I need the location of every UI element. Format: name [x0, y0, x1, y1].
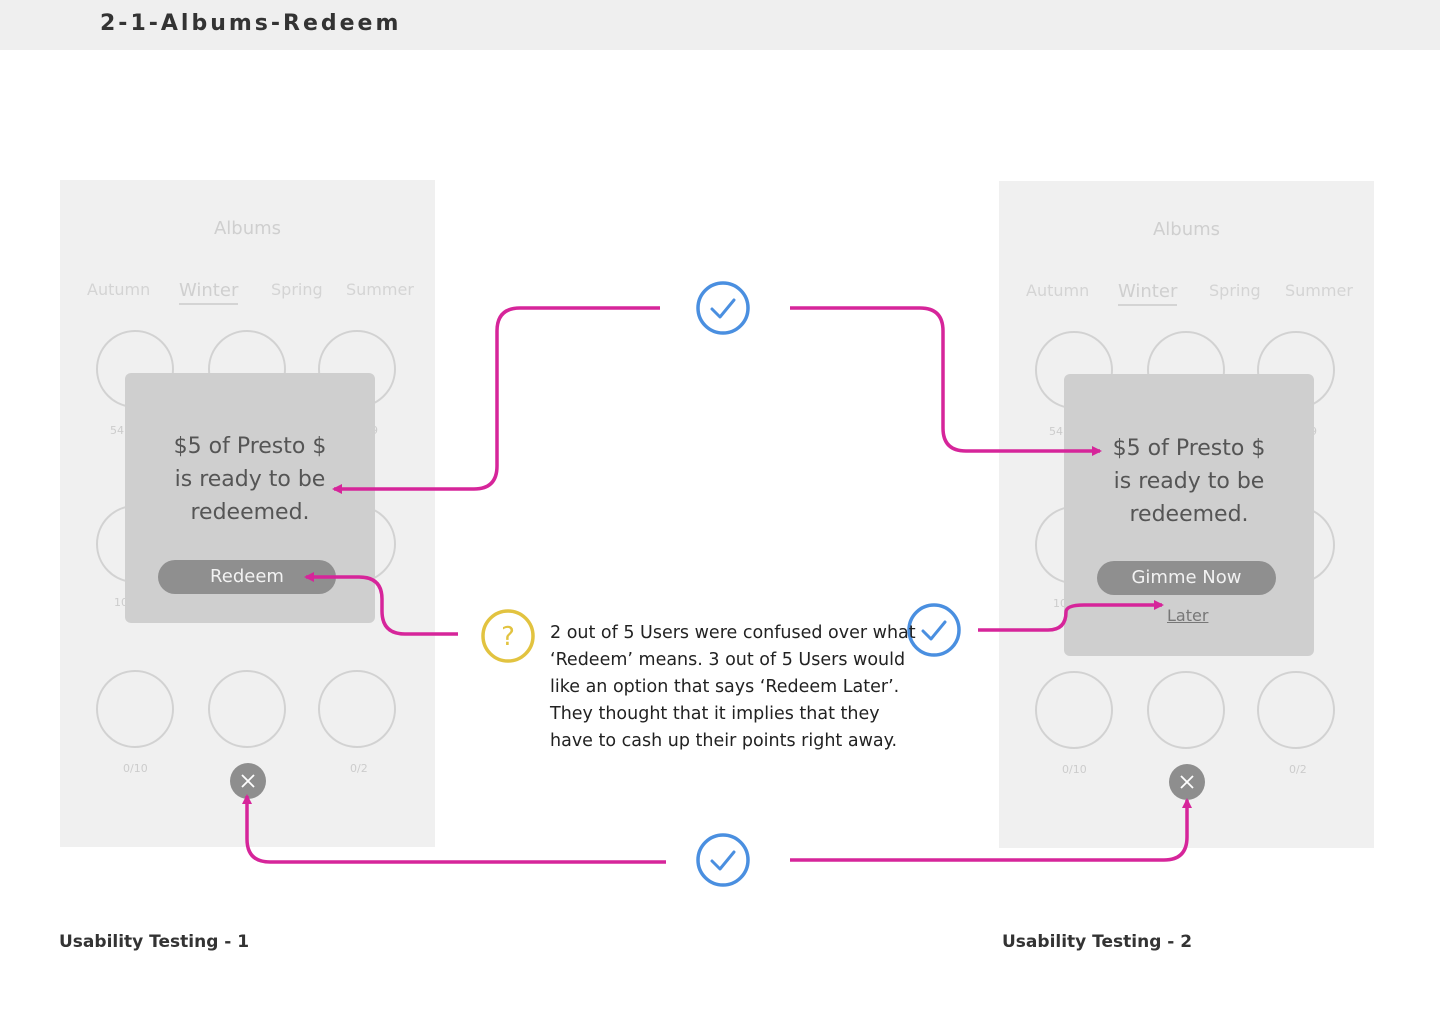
modal-message: $5 of Presto $ is ready to be redeemed.	[1064, 432, 1314, 531]
tab-spring[interactable]: Spring	[271, 280, 323, 299]
question-circle-icon: ?	[481, 609, 535, 663]
album-circle[interactable]	[318, 670, 396, 748]
season-tabs: Autumn Winter Spring Summer	[60, 280, 435, 310]
modal-message-line: redeemed.	[1129, 502, 1249, 527]
modal-message-line: is ready to be	[174, 467, 326, 492]
check-circle-icon	[907, 603, 961, 657]
tab-summer[interactable]: Summer	[1285, 281, 1353, 300]
close-button[interactable]	[230, 763, 266, 799]
tab-autumn[interactable]: Autumn	[1026, 281, 1090, 300]
albums-title: Albums	[213, 218, 282, 239]
album-count: 0/10	[123, 762, 148, 775]
redeem-modal: $5 of Presto $ is ready to be redeemed. …	[125, 373, 375, 623]
album-count: 0/2	[1289, 763, 1307, 776]
arrow-to-close-2	[790, 798, 1192, 862]
later-link[interactable]: Later	[1167, 606, 1209, 625]
arrow-to-redeem-button	[304, 572, 458, 636]
gimme-now-button[interactable]: Gimme Now	[1097, 561, 1276, 595]
close-button[interactable]	[1169, 764, 1205, 800]
tab-winter[interactable]: Winter	[1118, 281, 1178, 306]
album-count: 10	[114, 596, 128, 609]
arrow-to-message-1	[332, 306, 660, 494]
header-bar: 2-1-Albums-Redeem	[0, 0, 1440, 50]
modal-message-line: $5 of Presto $	[173, 434, 327, 459]
album-circle[interactable]	[1257, 671, 1335, 749]
svg-text:?: ?	[501, 622, 515, 652]
album-circle[interactable]	[1147, 671, 1225, 749]
close-icon	[241, 774, 255, 788]
season-tabs: Autumn Winter Spring Summer	[999, 281, 1374, 311]
albums-title: Albums	[1152, 219, 1221, 240]
arrow-to-later-link	[978, 600, 1164, 632]
redeem-modal: $5 of Presto $ is ready to be redeemed. …	[1064, 374, 1314, 656]
album-count: 54	[110, 424, 124, 437]
album-count: 0/10	[1062, 763, 1087, 776]
feedback-note: 2 out of 5 Users were confused over what…	[550, 623, 916, 751]
screen-usability-1: Albums Autumn Winter Spring Summer 54 9 …	[60, 180, 435, 847]
tab-spring[interactable]: Spring	[1209, 281, 1261, 300]
arrow-to-message-2	[790, 306, 1102, 456]
screen-usability-2: Albums Autumn Winter Spring Summer 54 9 …	[999, 181, 1374, 848]
page-title: 2-1-Albums-Redeem	[100, 11, 402, 36]
tab-summer[interactable]: Summer	[346, 280, 414, 299]
album-count: 10	[1053, 597, 1067, 610]
album-circle[interactable]	[96, 670, 174, 748]
check-circle-icon	[696, 281, 750, 335]
modal-message-line: $5 of Presto $	[1112, 436, 1266, 461]
tab-winter[interactable]: Winter	[179, 280, 239, 305]
tab-autumn[interactable]: Autumn	[87, 280, 151, 299]
check-circle-icon	[696, 833, 750, 887]
modal-message: $5 of Presto $ is ready to be redeemed.	[125, 430, 375, 529]
caption-usability-2: Usability Testing - 2	[1002, 932, 1193, 952]
close-icon	[1180, 775, 1194, 789]
album-count: 0/2	[350, 762, 368, 775]
caption-usability-1: Usability Testing - 1	[59, 932, 250, 952]
album-circle[interactable]	[1035, 671, 1113, 749]
modal-message-line: redeemed.	[190, 500, 310, 525]
album-count: 54	[1049, 425, 1063, 438]
album-circle[interactable]	[208, 670, 286, 748]
arrow-to-close-1	[242, 794, 666, 864]
modal-message-line: is ready to be	[1113, 469, 1265, 494]
